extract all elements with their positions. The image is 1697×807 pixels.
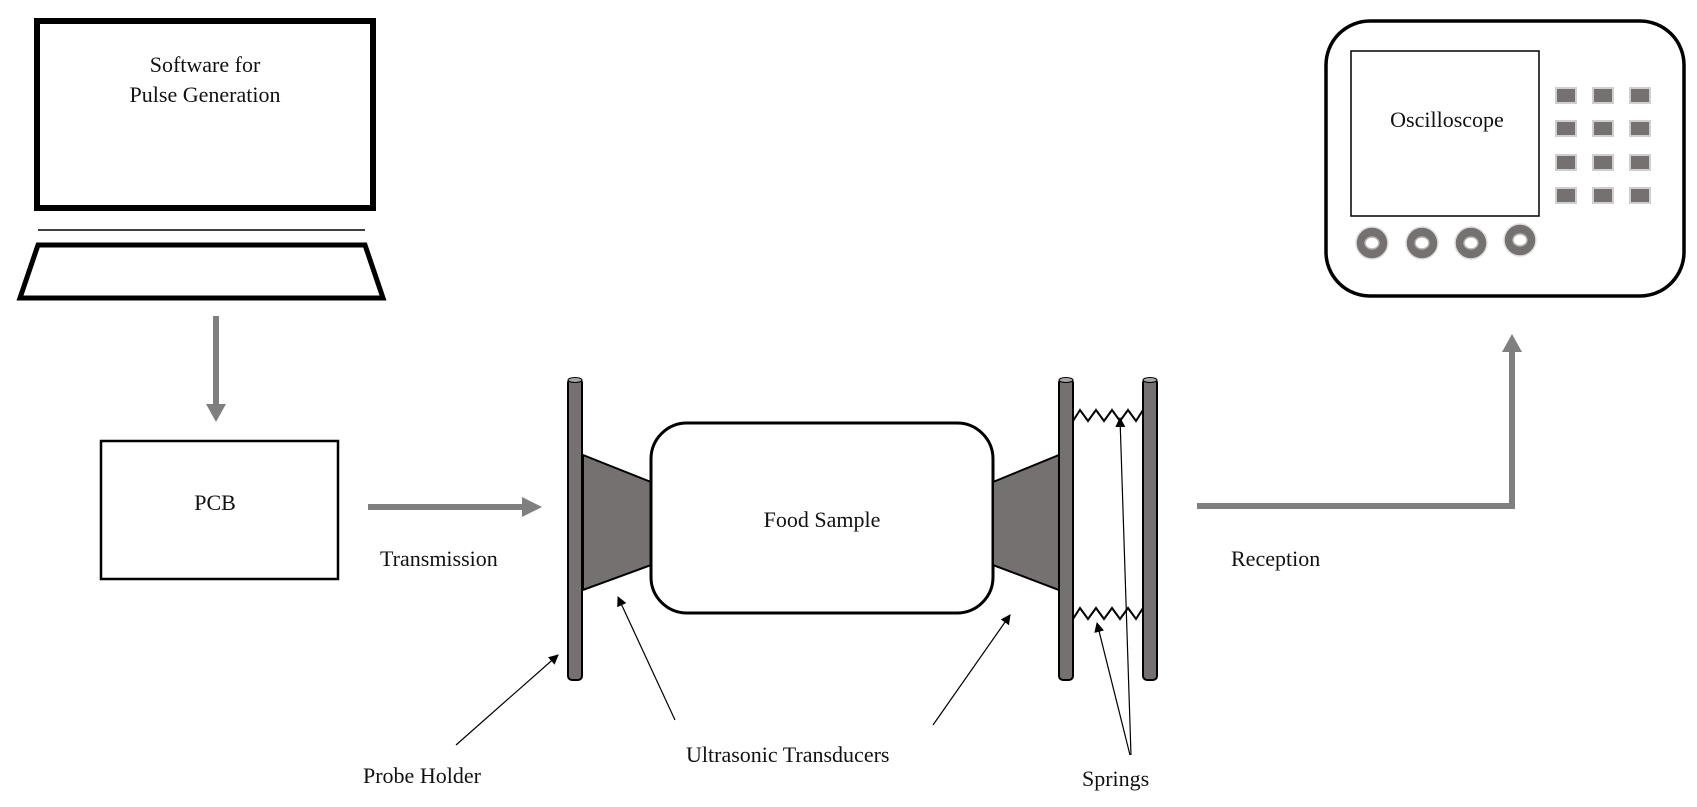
probe-holder-left [567,377,583,681]
probe-holder-label: Probe Holder [363,763,482,788]
oscilloscope-button [1555,87,1577,104]
food-sample: Food Sample [649,421,995,615]
oscilloscope-label: Oscilloscope [1390,107,1504,132]
pcb-label: PCB [194,490,236,515]
probe-holder-right-inner [1058,377,1074,681]
reception-label: Reception [1231,546,1320,571]
oscilloscope: Oscilloscope [1324,19,1686,298]
springs-label: Springs [1082,766,1149,791]
oscilloscope-screen [1350,50,1540,217]
oscilloscope-knob-row [1355,223,1537,260]
oscilloscope-button [1592,120,1614,137]
oscilloscope-button [1555,187,1577,204]
transmission-label: Transmission [380,546,498,571]
oscilloscope-button [1592,87,1614,104]
oscilloscope-button-grid [1555,87,1651,204]
pcb-box: PCB [99,439,340,581]
laptop: Software for Pulse Generation [16,18,387,301]
oscilloscope-knob [1454,226,1488,260]
spring-bottom-pointer [1094,622,1131,756]
laptop-screen-line-1: Software for [150,52,261,77]
laptop-keyboard [16,242,387,301]
ultrasonic-transducers-label: Ultrasonic Transducers [686,742,889,767]
transmission-arrow [368,497,542,517]
oscilloscope-button [1629,154,1651,171]
probe-holder-pointer [455,654,559,746]
probe-holder-right-outer [1142,377,1158,681]
spring-bottom [1072,606,1144,621]
transducer-right [992,453,1060,592]
reception-arrow [1197,334,1522,509]
laptop-screen-line-2: Pulse Generation [130,82,281,107]
oscilloscope-button [1555,120,1577,137]
oscilloscope-button [1592,187,1614,204]
transducer-left-pointer [617,596,676,721]
oscilloscope-button [1592,154,1614,171]
oscilloscope-knob [1405,226,1439,260]
spring-top [1072,408,1144,423]
oscilloscope-knob [1503,223,1537,257]
oscilloscope-button [1629,120,1651,137]
arrow-laptop-to-pcb [206,316,226,422]
transducer-right-pointer [932,614,1011,726]
oscilloscope-button [1629,187,1651,204]
oscilloscope-button [1555,154,1577,171]
laptop-screen [34,18,376,211]
oscilloscope-button [1629,87,1651,104]
food-sample-label: Food Sample [764,507,881,532]
transducer-left [582,453,652,592]
spring-top-pointer [1115,417,1132,756]
oscilloscope-knob [1355,226,1389,260]
